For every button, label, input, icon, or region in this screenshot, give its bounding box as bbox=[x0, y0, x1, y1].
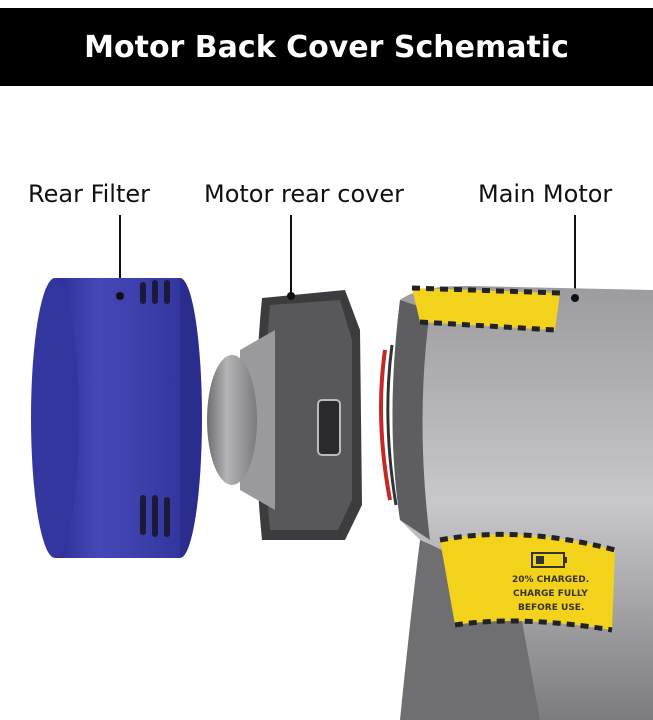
sticker-line-3: BEFORE USE. bbox=[518, 603, 584, 613]
title-bar: Motor Back Cover Schematic bbox=[0, 8, 653, 86]
label-rear-filter: Rear Filter bbox=[28, 180, 151, 208]
sticker-line-2: CHARGE FULLY bbox=[513, 589, 588, 599]
label-main-motor: Main Motor bbox=[478, 180, 613, 208]
sticker-line-1: 20% CHARGED. bbox=[512, 575, 589, 585]
label-motor-rear-cover: Motor rear cover bbox=[204, 180, 405, 208]
rear-filter bbox=[31, 278, 202, 558]
wires bbox=[379, 344, 398, 506]
main-motor: 20% CHARGED. CHARGE FULLY BEFORE USE. bbox=[379, 285, 653, 720]
motor-rear-cover bbox=[207, 290, 362, 540]
diagram-title: Motor Back Cover Schematic bbox=[84, 29, 569, 65]
battery-warning-sticker: 20% CHARGED. CHARGE FULLY BEFORE USE. bbox=[439, 531, 616, 633]
